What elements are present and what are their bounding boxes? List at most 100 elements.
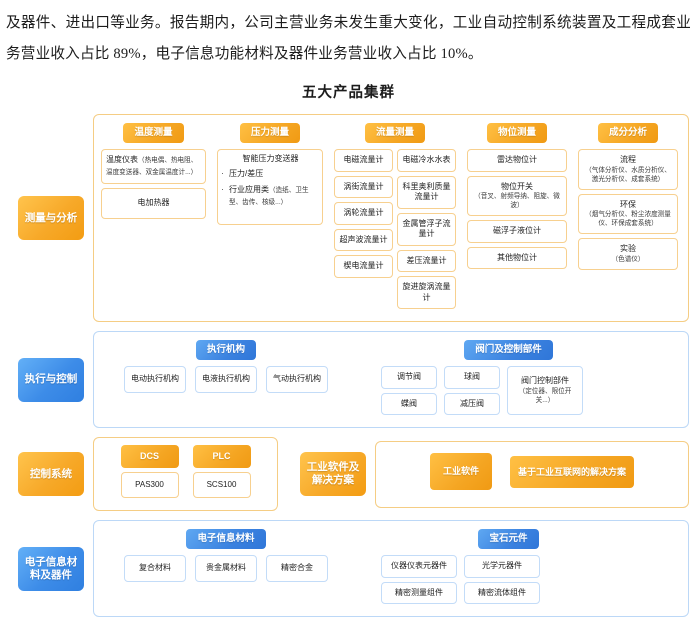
item-temperature-instrument: 温度仪表（热电偶、热电阻、温度变送器、双金属温度计...） <box>101 149 206 184</box>
chip-industrial-software: 工业软件 <box>429 453 492 490</box>
item-electric-heater: 电加热器 <box>101 188 206 219</box>
flow-column-b: 电磁冷水水表 科里奥利质量流量计 金属管浮子流量计 差压流量计 旋进旋涡流量计 <box>397 149 456 313</box>
group-header-actuator: 执行机构 <box>195 340 256 360</box>
list-item: 楔电流量计 <box>334 255 393 278</box>
product-cluster-diagram: 测量与分析 温度测量 温度仪表（热电偶、热电阻、温度变送器、双金属温度计...）… <box>0 114 697 617</box>
list-item: 光学元器件 <box>464 555 540 578</box>
list-item: 涡街流量计 <box>334 175 393 198</box>
list-item: 超声波流量计 <box>334 228 393 251</box>
item-scs100: SCS100 <box>192 471 251 498</box>
group-header-temperature: 温度测量 <box>123 123 184 143</box>
group-gem-components: 宝石元件 仪器仪表元器件 精密测量组件 光学元器件 精密流体组件 <box>381 528 636 608</box>
item-precious-metal-material: 贵金属材料 <box>195 555 257 582</box>
item-magnetic-float-level-gauge: 磁浮子液位计 <box>467 220 567 243</box>
list-item: 电磁冷水水表 <box>397 149 456 172</box>
group-actuator: 执行机构 电动执行机构 电液执行机构 气动执行机构 <box>101 339 351 397</box>
list-item: 精密测量组件 <box>381 581 457 604</box>
item-precision-alloy: 精密合金 <box>266 555 328 582</box>
item-environmental-analysis: 环保 （烟气分析仪、粉尘浓度测量仪、环保成套系统） <box>578 193 678 234</box>
item-title: 物位开关 <box>501 181 533 191</box>
list-item: 科里奥利质量流量计 <box>397 175 456 209</box>
item-pas300: PAS300 <box>120 471 179 498</box>
panel-actuation: 执行机构 电动执行机构 电液执行机构 气动执行机构 阀门及控制部件 调节阀 <box>93 331 689 428</box>
panel-control-system: DCS PAS300 PLC SCS100 <box>93 437 278 511</box>
chip-iiot-solution: 基于工业互联网的解决方案 <box>509 455 634 488</box>
group-header-level: 物位测量 <box>486 123 547 143</box>
item-smart-pressure-transmitter: 智能压力变送器 · 压力/差压 · 行业应用类（造纸、卫生型、齿传、核级...） <box>217 149 323 225</box>
flow-column-a: 电磁流量计 涡街流量计 涡轮流量计 超声波流量计 楔电流量计 <box>334 149 393 313</box>
category-label-control-system: 控制系统 <box>18 452 84 496</box>
group-valve: 阀门及控制部件 调节阀 蝶阀 球阀 减压阀 阀门控制部件 <box>381 339 636 419</box>
item-electric-actuator: 电动执行机构 <box>124 366 186 393</box>
panel-industrial-software: 工业软件 基于工业互联网的解决方案 <box>375 440 689 508</box>
group-temperature: 温度测量 温度仪表（热电偶、热电阻、温度变送器、双金属温度计...） 电加热器 <box>101 122 206 223</box>
list-item: 调节阀 <box>381 366 437 389</box>
bullet-pressure: · 压力/差压 <box>221 168 320 180</box>
list-item: 球阀 <box>444 366 500 389</box>
chip-group-dcs: DCS PAS300 <box>120 445 179 502</box>
figure-title: 五大产品集群 <box>302 85 395 101</box>
gem-column-a: 仪器仪表元器件 精密测量组件 <box>381 555 457 608</box>
list-item: 蝶阀 <box>381 392 437 415</box>
group-header-gem-components: 宝石元件 <box>478 529 539 549</box>
diagram-row-measurement: 测量与分析 温度测量 温度仪表（热电偶、热电阻、温度变送器、双金属温度计...）… <box>18 114 689 322</box>
item-title: 阀门控制部件 <box>521 376 569 386</box>
bullet-note: （造纸、卫生型、齿传、核级...） <box>229 187 309 206</box>
diagram-row-control-systems: 控制系统 DCS PAS300 PLC SCS100 工业软件及解决方案 工业软… <box>18 437 689 511</box>
group-header-valve: 阀门及控制部件 <box>464 340 553 360</box>
valve-column-b: 球阀 减压阀 <box>444 366 500 419</box>
list-item: 减压阀 <box>444 392 500 415</box>
item-radar-level-gauge: 雷达物位计 <box>467 149 567 172</box>
list-item: 涡轮流量计 <box>334 202 393 225</box>
bullet-title: 压力/差压 <box>229 169 264 178</box>
item-process-analysis: 流程 （气体分析仪、水质分析仪、激光分析仪、成套系统） <box>578 149 678 190</box>
page-root: 及器件、进出口等业务。报告期内，公司主营业务未发生重大变化，工业自动控制系统装置… <box>6 15 691 617</box>
group-header-electronic-material: 电子信息材料 <box>186 529 266 549</box>
chip-plc: PLC <box>192 445 251 468</box>
item-electrohydraulic-actuator: 电液执行机构 <box>195 366 257 393</box>
list-item: 仪器仪表元器件 <box>381 555 457 578</box>
item-other-level-gauge: 其他物位计 <box>467 246 567 269</box>
item-note: （烟气分析仪、粉尘浓度测量仪、环保成套系统） <box>585 211 671 227</box>
list-item: 金属管浮子流量计 <box>397 212 456 246</box>
list-item: 电磁流量计 <box>334 149 393 172</box>
item-level-switch: 物位开关 （音叉、射频导纳、阻旋、微波） <box>467 175 567 216</box>
category-label-industrial-software: 工业软件及解决方案 <box>300 452 366 496</box>
group-level: 物位测量 雷达物位计 物位开关 （音叉、射频导纳、阻旋、微波） 磁浮子液位计 其… <box>467 122 567 273</box>
document-paragraph: 及器件、进出口等业务。报告期内，公司主营业务未发生重大变化，工业自动控制系统装置… <box>6 15 691 62</box>
bullet-title: 行业应用类 <box>229 185 269 194</box>
bullet-dot-icon: · <box>221 168 224 178</box>
valve-column-a: 调节阀 蝶阀 <box>381 366 437 419</box>
item-note: （定位器、限位开关...） <box>518 387 572 404</box>
item-note: （音叉、射频导纳、阻旋、微波） <box>474 193 560 209</box>
panel-measurement: 温度测量 温度仪表（热电偶、热电阻、温度变送器、双金属温度计...） 电加热器 … <box>93 114 689 322</box>
item-note: （热电偶、热电阻、温度变送器、双金属温度计...） <box>106 157 198 176</box>
group-header-composition: 成分分析 <box>597 123 658 143</box>
group-flow: 流量测量 电磁流量计 涡街流量计 涡轮流量计 超声波流量计 楔电流量计 电磁冷水… <box>334 122 456 313</box>
diagram-row-actuation: 执行与控制 执行机构 电动执行机构 电液执行机构 气动执行机构 阀门及 <box>18 331 689 428</box>
item-title: 温度仪表 <box>106 155 138 164</box>
group-pressure: 压力测量 智能压力变送器 · 压力/差压 · 行业应用类（造纸、卫生型、齿传、核… <box>217 122 323 229</box>
category-label-actuation: 执行与控制 <box>18 357 84 402</box>
item-lab-analysis: 实验 （色谱仪） <box>578 238 678 270</box>
diagram-row-electronic-materials: 电子信息材料及器件 电子信息材料 复合材料 贵金属材料 精密合金 宝石元件 <box>18 520 689 617</box>
item-composite-material: 复合材料 <box>124 555 186 582</box>
list-item: 旋进旋涡流量计 <box>397 276 456 309</box>
item-valve-control-component: 阀门控制部件 （定位器、限位开关...） <box>507 366 583 415</box>
bullet-dot-icon: · <box>221 184 224 194</box>
gem-column-b: 光学元器件 精密流体组件 <box>464 555 540 608</box>
item-title: 流程 <box>620 155 636 164</box>
list-item: 差压流量计 <box>397 249 456 272</box>
group-composition: 成分分析 流程 （气体分析仪、水质分析仪、激光分析仪、成套系统） 环保 （烟气分… <box>578 122 678 274</box>
item-note: （色谱仪） <box>611 255 645 263</box>
item-title: 实验 <box>620 244 636 253</box>
chip-dcs: DCS <box>120 445 179 468</box>
group-header-flow: 流量测量 <box>364 123 425 143</box>
list-item: 精密流体组件 <box>464 581 540 604</box>
chip-group-plc: PLC SCS100 <box>192 445 251 502</box>
item-title: 环保 <box>620 199 636 209</box>
group-header-pressure: 压力测量 <box>239 123 300 143</box>
bullet-lead: 智能压力变送器 <box>242 154 299 163</box>
item-note: （气体分析仪、水质分析仪、激光分析仪、成套系统） <box>585 166 671 183</box>
category-label-measurement: 测量与分析 <box>18 196 84 240</box>
